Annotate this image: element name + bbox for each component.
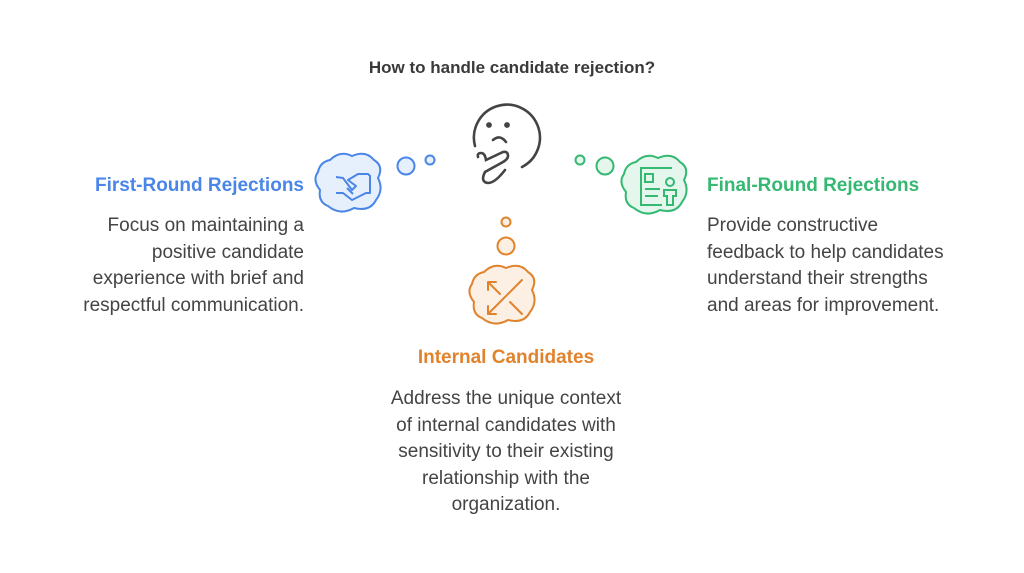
heading-final-round: Final-Round Rejections	[707, 175, 920, 196]
resume-person-icon	[640, 167, 677, 206]
bubbles-orange	[496, 216, 516, 256]
heading-internal: Internal Candidates	[417, 347, 595, 368]
line: of internal candidates with	[396, 414, 616, 436]
line: sensitivity to their existing	[398, 441, 614, 462]
line: Focus on maintaining a	[107, 215, 304, 236]
line: and areas for improvement.	[707, 294, 940, 316]
line: relationship with the	[422, 467, 590, 489]
handshake-icon	[335, 173, 371, 201]
thinking-face-icon	[472, 103, 542, 185]
arrows-diagonal-icon	[487, 279, 523, 315]
line: respectful communication.	[83, 294, 304, 316]
text-first-round: Focus on maintaining a positive candidat…	[83, 213, 304, 319]
diagram-title: How to handle candidate rejection?	[368, 58, 656, 77]
line: positive candidate	[151, 241, 304, 263]
bubbles-green	[574, 154, 615, 176]
bubbles-blue	[396, 154, 436, 176]
text-final-round: Provide constructive feedback to help ca…	[707, 213, 944, 319]
line: feedback to help candidates	[707, 241, 944, 263]
cloud-green	[620, 154, 688, 215]
line: understand their strengths	[707, 268, 928, 289]
line: Provide constructive	[707, 215, 879, 236]
line: Address the unique context	[390, 388, 622, 409]
line: experience with brief and	[92, 268, 304, 289]
heading-first-round: First-Round Rejections	[94, 175, 304, 196]
text-internal: Address the unique context of internal c…	[306, 386, 706, 519]
cloud-blue	[314, 152, 382, 213]
cloud-orange	[468, 264, 536, 325]
line: organization.	[451, 494, 561, 515]
